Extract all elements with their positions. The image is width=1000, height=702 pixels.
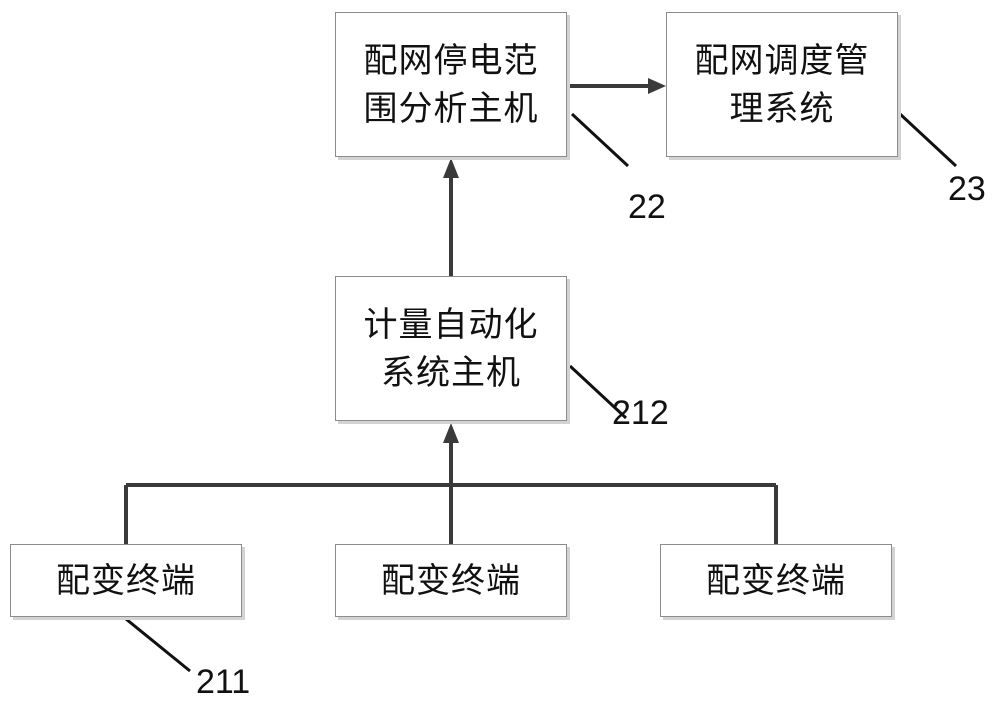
terminal-box-2: 配变终端	[335, 544, 567, 617]
terminal-label-1: 配变终端	[56, 560, 196, 601]
arrowhead-metering-to-analysis	[443, 158, 459, 178]
terminal-box-3: 配变终端	[660, 544, 892, 617]
metering-host-label-line-2: 系统主机	[381, 352, 521, 393]
analysis-host-box: 配网停电范 围分析主机	[335, 12, 567, 157]
reference-numeral-22: 22	[628, 188, 666, 226]
analysis-host-label-line-1: 配网停电范	[363, 40, 539, 81]
leader-line-211	[125, 617, 191, 673]
metering-host-label-line-1: 计量自动化	[363, 304, 539, 345]
terminal-box-1: 配变终端	[10, 544, 242, 617]
arrowhead-bus-to-metering	[443, 423, 459, 443]
analysis-host-label-line-2: 围分析主机	[363, 88, 539, 129]
reference-numeral-211: 211	[196, 663, 251, 701]
leader-line-23	[898, 112, 958, 168]
arrowhead-analysis-to-dispatch	[648, 78, 666, 94]
leader-line-212	[568, 364, 628, 420]
dispatch-system-label-line-2: 理系统	[729, 88, 835, 129]
reference-numeral-23: 23	[948, 170, 986, 208]
reference-numeral-212: 212	[612, 394, 669, 432]
metering-host-box: 计量自动化 系统主机	[335, 276, 567, 421]
dispatch-system-label-line-1: 配网调度管	[694, 40, 870, 81]
leader-line-22	[570, 112, 630, 168]
dispatch-system-box: 配网调度管 理系统	[666, 12, 898, 157]
terminal-label-2: 配变终端	[381, 560, 521, 601]
terminal-label-3: 配变终端	[706, 560, 846, 601]
